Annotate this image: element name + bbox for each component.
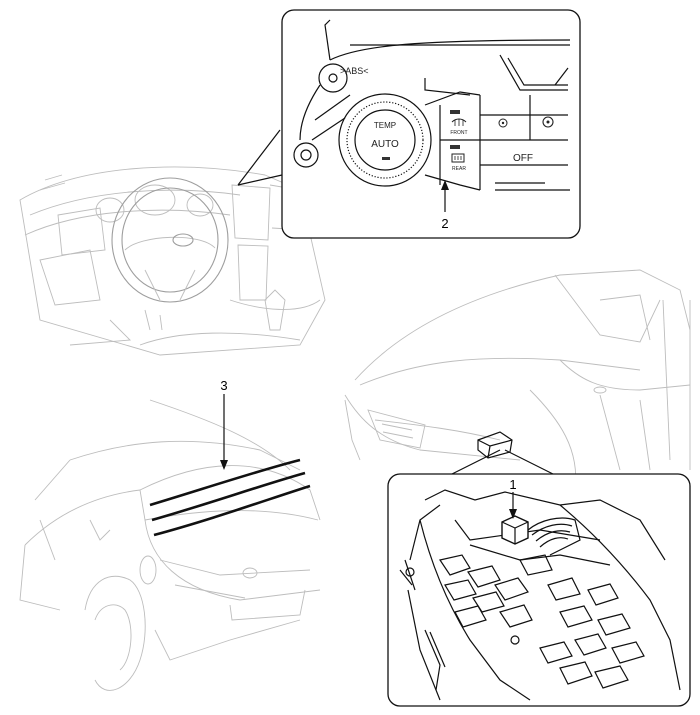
- callout-3-arrow: [220, 394, 228, 470]
- abs-label: >ABS<: [340, 66, 369, 76]
- dashboard-illustration: [19, 166, 326, 356]
- climate-control-zoom-box: [281, 9, 581, 239]
- rear-defrost-icon: [451, 153, 465, 163]
- off-label: OFF: [513, 153, 533, 164]
- callout-1-label: 1: [509, 477, 516, 492]
- fan-low-icon: [498, 118, 508, 128]
- front-defrost-icon: [451, 118, 467, 126]
- front-car-illustration: [344, 269, 691, 491]
- fan-high-icon: [542, 116, 554, 128]
- target-relay: [501, 515, 529, 545]
- auto-label: AUTO: [371, 139, 399, 150]
- rear-defogger-lines: [149, 458, 311, 537]
- front-label: FRONT: [450, 130, 467, 136]
- fusebox-zoom-box: [387, 473, 691, 707]
- callout-3-label: 3: [220, 378, 227, 393]
- rear-label: REAR: [452, 166, 466, 172]
- callout-2-arrow: [441, 180, 449, 212]
- temp-label: TEMP: [374, 121, 396, 130]
- callout-1-arrow: [509, 492, 517, 519]
- callout-2-label: 2: [441, 216, 448, 231]
- rear-car-illustration: [19, 399, 321, 691]
- climate-zoom-connector: [237, 129, 283, 186]
